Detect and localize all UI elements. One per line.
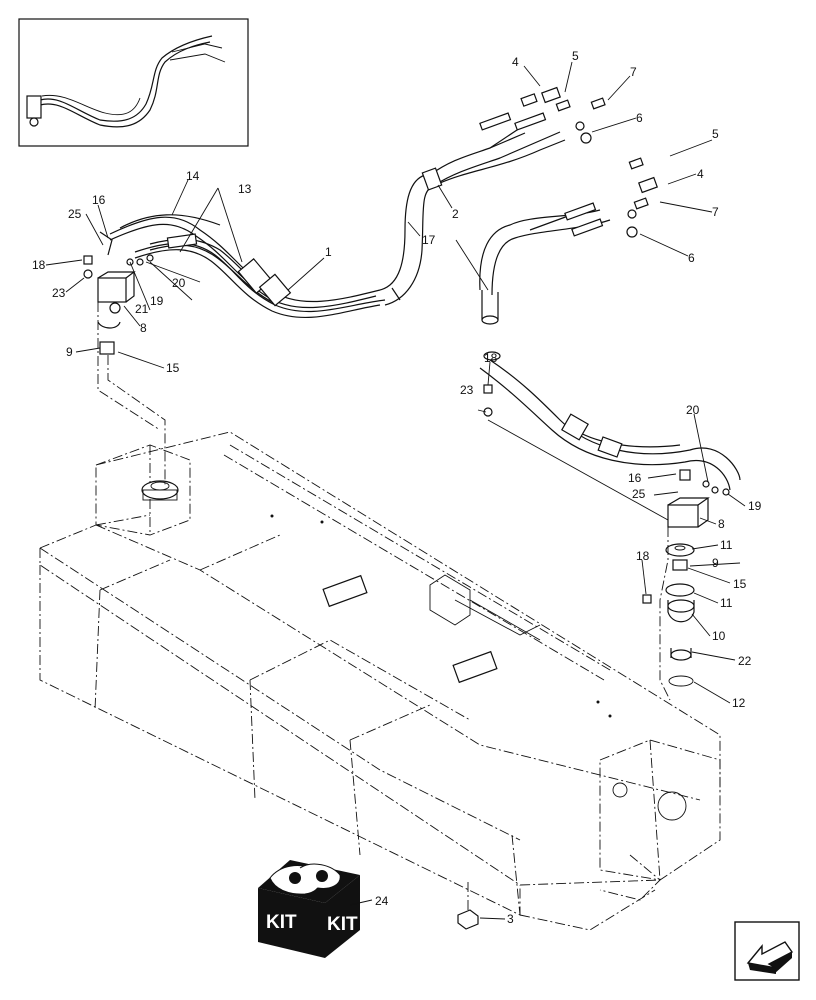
callout-4b: 4 [697,167,704,181]
kit-label-right: KIT [327,914,358,935]
callout-23a: 23 [52,286,66,300]
header-frame [39,431,721,931]
callout-19a: 19 [150,294,164,308]
callout-labels: 1 2 3 4 4 5 5 6 6 7 7 8 8 9 9 10 11 11 1… [32,49,762,926]
callout-9a: 9 [66,345,73,359]
kit-box: KIT KIT [258,860,360,958]
callout-20b: 20 [686,403,700,417]
fittings-top [479,86,658,238]
callout-7b: 7 [712,205,719,219]
callout-6b: 6 [688,251,695,265]
callout-15a: 15 [166,361,180,375]
callout-18a: 18 [32,258,46,272]
hose-assembly-right [421,127,741,491]
callout-18b: 18 [484,351,498,365]
callout-3: 3 [507,912,514,926]
nut-3 [457,880,479,930]
callout-14: 14 [186,169,200,183]
hose-assembly-left [109,174,436,318]
callout-21: 21 [135,302,149,316]
callout-10: 10 [712,629,726,643]
callout-2: 2 [452,207,459,221]
valve-left [83,231,166,485]
callout-23b: 23 [460,383,474,397]
callout-7a: 7 [630,65,637,79]
inset-overview [18,18,249,147]
valve-right [483,384,730,701]
callout-25a: 25 [68,207,82,221]
callout-17: 17 [422,233,436,247]
callout-9b: 9 [712,556,719,570]
callout-4a: 4 [512,55,519,69]
callout-8b: 8 [718,517,725,531]
callout-12: 12 [732,696,746,710]
callout-18c: 18 [636,549,650,563]
callout-8a: 8 [140,321,147,335]
callout-16a: 16 [92,193,106,207]
callout-5b: 5 [712,127,719,141]
callout-19b: 19 [748,499,762,513]
callout-11b: 11 [720,596,733,610]
callout-6a: 6 [636,111,643,125]
arrow-left-down-icon[interactable] [734,921,800,981]
callout-24: 24 [375,894,389,908]
callout-16b: 16 [628,471,642,485]
kit-label-left: KIT [266,912,297,933]
callout-1: 1 [325,245,332,259]
callout-11a: 11 [720,538,733,552]
callout-15b: 15 [733,577,747,591]
callout-25b: 25 [632,487,646,501]
callout-5a: 5 [572,49,579,63]
callout-22: 22 [738,654,752,668]
callout-20a: 20 [172,276,186,290]
callout-leaders [45,61,746,920]
callout-13: 13 [238,182,252,196]
